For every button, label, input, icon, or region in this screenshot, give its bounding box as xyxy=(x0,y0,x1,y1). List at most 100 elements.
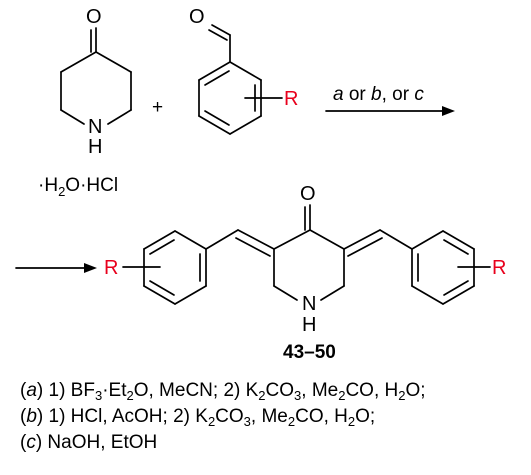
arrow-head xyxy=(442,106,455,116)
reaction-arrow xyxy=(325,106,455,116)
condition-line-c: (c) NaOH, EtOH xyxy=(20,430,525,456)
bond xyxy=(60,109,85,125)
water-h: H xyxy=(44,175,58,196)
bond xyxy=(198,61,231,81)
continuation-arrow xyxy=(15,263,97,273)
subscript: 3 xyxy=(94,388,103,403)
arrow-head xyxy=(84,263,97,273)
condition-text: ) NaOH, EtOH xyxy=(35,432,158,453)
bond xyxy=(174,285,207,305)
condition-b: b xyxy=(371,84,382,105)
bond xyxy=(211,24,231,36)
condition-line-a: (a) 1) BF3·Et2O, MeCN; 2) K2CO3, Me2CO, … xyxy=(20,378,525,404)
product-structure: O N H R R xyxy=(104,183,506,336)
condition-text: CO xyxy=(215,406,244,427)
bond xyxy=(143,230,176,250)
subscript: 2 xyxy=(58,184,65,199)
condition-text: CO, H xyxy=(345,380,399,401)
condition-text: ( xyxy=(20,432,27,453)
water-o: O xyxy=(65,175,80,196)
bond xyxy=(237,229,275,250)
bond xyxy=(204,110,230,126)
condition-text: , Me xyxy=(250,406,288,427)
bond xyxy=(235,237,271,257)
subscript: 2 xyxy=(347,414,356,429)
bond xyxy=(204,70,230,86)
bond xyxy=(343,229,381,250)
condition-text: O, MeCN; 2) K xyxy=(133,380,259,401)
acid: HCl xyxy=(86,175,118,196)
substituent-r-right: R xyxy=(492,257,506,279)
condition-text: CO xyxy=(265,380,295,401)
condition-text: ·Et xyxy=(102,380,127,401)
hydrogen-atom: H xyxy=(302,314,316,336)
bond xyxy=(320,285,345,301)
condition-text: ) 1) HCl, AcOH; 2) K xyxy=(36,406,208,427)
condition-text: , Me xyxy=(301,380,339,401)
subscript: 2 xyxy=(287,414,296,429)
bond xyxy=(95,51,132,73)
compound-number-label: 43–50 xyxy=(283,342,336,363)
condition-text: CO, H xyxy=(295,406,348,427)
salt-label: ·H2O·HCl xyxy=(38,175,118,199)
nitrogen-atom: N xyxy=(302,293,316,315)
benzaldehyde-structure: O R xyxy=(189,6,298,135)
bond xyxy=(273,285,298,301)
bond xyxy=(443,280,469,296)
substituent-r: R xyxy=(284,88,298,110)
bond xyxy=(442,230,475,250)
subscript: 2 xyxy=(258,388,266,403)
subscript: 2 xyxy=(207,414,216,429)
bond xyxy=(442,285,475,305)
bond xyxy=(229,115,262,135)
condition-key: b xyxy=(26,406,37,427)
oxygen-atom: O xyxy=(189,6,205,28)
subscript: 2 xyxy=(126,388,134,403)
bond xyxy=(149,239,175,255)
subscript: 2 xyxy=(398,388,406,403)
or-text: or xyxy=(344,84,371,105)
plus-sign: + xyxy=(152,97,163,118)
arrow-conditions-label: a or b, or c xyxy=(333,84,424,105)
bond xyxy=(60,51,97,73)
condition-key: a xyxy=(26,380,37,401)
bond xyxy=(309,229,345,250)
bond xyxy=(208,29,228,41)
bond xyxy=(379,229,413,250)
bond xyxy=(229,61,262,81)
subscript: 3 xyxy=(294,388,302,403)
condition-line-b: (b) 1) HCl, AcOH; 2) K2CO3, Me2CO, H2O; xyxy=(20,404,525,430)
condition-text: O; xyxy=(405,380,426,401)
subscript: 2 xyxy=(338,388,346,403)
oxygen-atom: O xyxy=(86,6,102,28)
bond xyxy=(205,229,239,250)
or-text: , or xyxy=(382,84,415,105)
bond xyxy=(443,239,469,255)
subscript: 3 xyxy=(243,414,251,429)
bond xyxy=(174,230,207,250)
bond xyxy=(411,285,444,305)
dot: · xyxy=(38,175,44,196)
condition-text: ( xyxy=(20,380,27,401)
bond xyxy=(149,280,175,296)
condition-text: O; xyxy=(355,406,376,427)
substituent-r-left: R xyxy=(104,257,118,279)
bond xyxy=(107,109,132,125)
bond xyxy=(143,285,176,305)
dot: · xyxy=(80,175,86,196)
condition-key: c xyxy=(26,432,36,453)
piperidone-structure: O N H xyxy=(60,6,132,158)
bond xyxy=(273,229,311,250)
oxygen-atom: O xyxy=(300,183,316,205)
bond xyxy=(411,230,444,250)
condition-c: c xyxy=(414,84,424,105)
bond xyxy=(347,237,383,257)
condition-text: ( xyxy=(20,406,27,427)
bond xyxy=(198,115,231,135)
reaction-conditions: (a) 1) BF3·Et2O, MeCN; 2) K2CO3, Me2CO, … xyxy=(20,378,525,456)
condition-text: ) 1) BF xyxy=(36,380,95,401)
condition-a: a xyxy=(333,84,344,105)
nitrogen-atom: N xyxy=(88,116,102,138)
hydrogen-atom: H xyxy=(88,136,102,158)
